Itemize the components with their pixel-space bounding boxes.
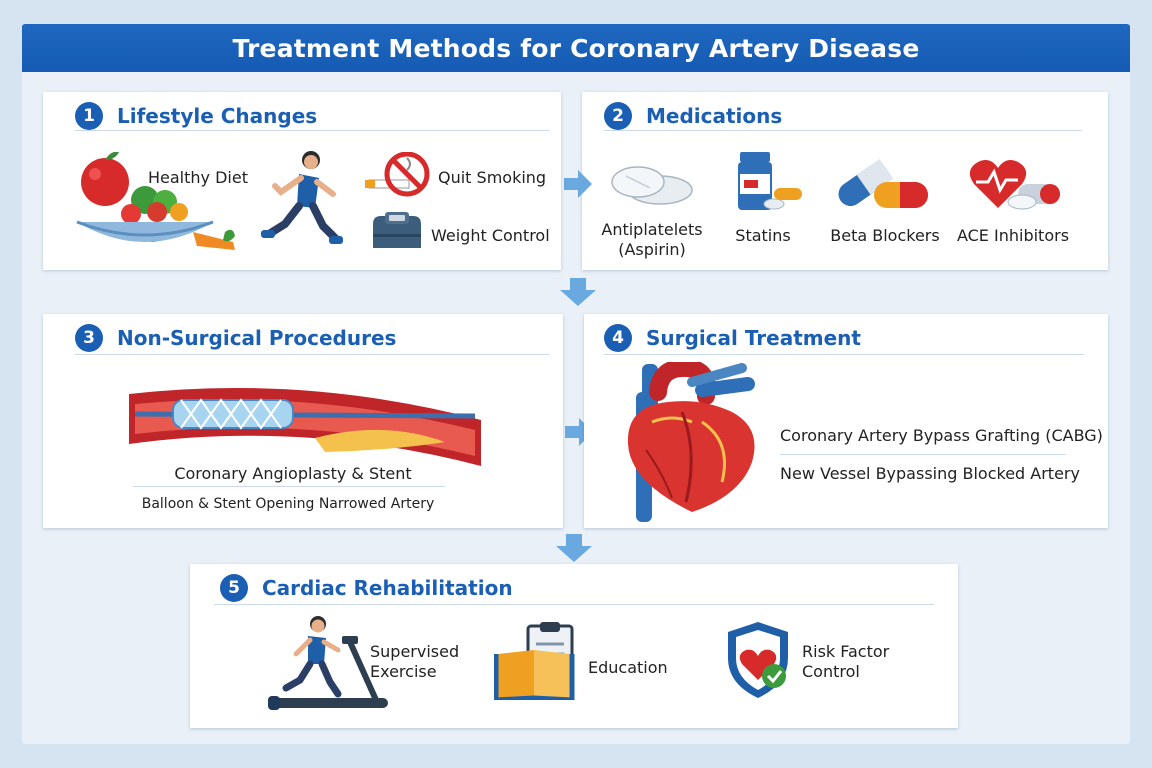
arrow-down-icon xyxy=(558,276,598,308)
label-antiplatelets: Antiplatelets (Aspirin) xyxy=(592,220,712,260)
panel-rehab: 5 Cardiac Rehabilitation Supervised Exer… xyxy=(190,564,958,728)
label-antiplatelets-line1: Antiplatelets xyxy=(601,220,703,239)
food-icon xyxy=(75,152,235,252)
panel-title: Non-Surgical Procedures xyxy=(117,326,397,350)
panel-title: Medications xyxy=(646,104,783,128)
label-supervised-line1: Supervised xyxy=(370,642,460,661)
arrow-right-icon xyxy=(562,168,594,200)
runner-icon xyxy=(259,148,343,248)
divider xyxy=(75,354,549,355)
capsule-icon xyxy=(834,152,930,212)
label-angioplasty-desc: Balloon & Stent Opening Narrowed Artery xyxy=(141,496,435,512)
step-number: 2 xyxy=(604,102,632,130)
panel-title: Cardiac Rehabilitation xyxy=(262,576,513,600)
panel-title: Surgical Treatment xyxy=(646,326,861,350)
label-risk-line1: Risk Factor xyxy=(802,642,890,661)
page-title: Treatment Methods for Coronary Artery Di… xyxy=(22,24,1130,72)
panel-surgical: 4 Surgical Treatment Coronary Artery Byp… xyxy=(584,314,1108,528)
step-number: 5 xyxy=(220,574,248,602)
panel-header: 5 Cardiac Rehabilitation xyxy=(220,572,513,604)
shield-heart-icon xyxy=(724,620,792,700)
label-antiplatelets-line2: (Aspirin) xyxy=(618,240,686,259)
panel-medications: 2 Medications Antiplatelets (Aspirin) St… xyxy=(582,92,1108,270)
divider xyxy=(75,130,549,131)
label-cabg-desc: New Vessel Bypassing Blocked Artery xyxy=(780,464,1080,483)
divider xyxy=(780,454,1066,455)
no-smoking-icon xyxy=(363,152,433,198)
label-beta-blockers: Beta Blockers xyxy=(830,226,940,245)
divider xyxy=(214,604,934,605)
label-supervised-exercise: Supervised Exercise xyxy=(370,642,459,682)
label-supervised-line2: Exercise xyxy=(370,662,437,681)
label-risk-line2: Control xyxy=(802,662,860,681)
arrow-down-icon xyxy=(554,532,594,564)
panel-header: 1 Lifestyle Changes xyxy=(75,100,317,132)
panel-header: 4 Surgical Treatment xyxy=(604,322,861,354)
book-icon xyxy=(494,620,578,700)
heart-pills-icon xyxy=(968,158,1064,214)
label-quit-smoking: Quit Smoking xyxy=(438,168,547,187)
step-number: 4 xyxy=(604,324,632,352)
label-education: Education xyxy=(588,658,668,677)
step-number: 3 xyxy=(75,324,103,352)
panel-header: 3 Non-Surgical Procedures xyxy=(75,322,396,354)
divider xyxy=(133,486,445,487)
tablets-icon xyxy=(610,160,694,208)
label-ace-inhibitors: ACE Inhibitors xyxy=(956,226,1070,245)
pill-bottle-icon xyxy=(734,150,806,214)
label-healthy-diet: Healthy Diet xyxy=(148,168,248,187)
divider xyxy=(604,130,1082,131)
label-risk-factor: Risk Factor Control xyxy=(802,642,889,682)
divider xyxy=(604,354,1084,355)
label-cabg: Coronary Artery Bypass Grafting (CABG) xyxy=(780,426,1103,445)
heart-icon xyxy=(622,362,762,524)
panel-lifestyle: 1 Lifestyle Changes Healthy Diet xyxy=(43,92,561,270)
label-angioplasty: Coronary Angioplasty & Stent xyxy=(174,464,412,483)
artery-stent-icon xyxy=(125,380,485,470)
panel-nonsurgical: 3 Non-Surgical Procedures Coronary Angio… xyxy=(43,314,563,528)
step-number: 1 xyxy=(75,102,103,130)
panel-title: Lifestyle Changes xyxy=(117,104,318,128)
scale-icon xyxy=(369,210,425,252)
label-weight-control: Weight Control xyxy=(431,226,550,245)
panel-header: 2 Medications xyxy=(604,100,782,132)
treadmill-icon xyxy=(266,614,392,714)
label-statins: Statins xyxy=(735,226,791,245)
